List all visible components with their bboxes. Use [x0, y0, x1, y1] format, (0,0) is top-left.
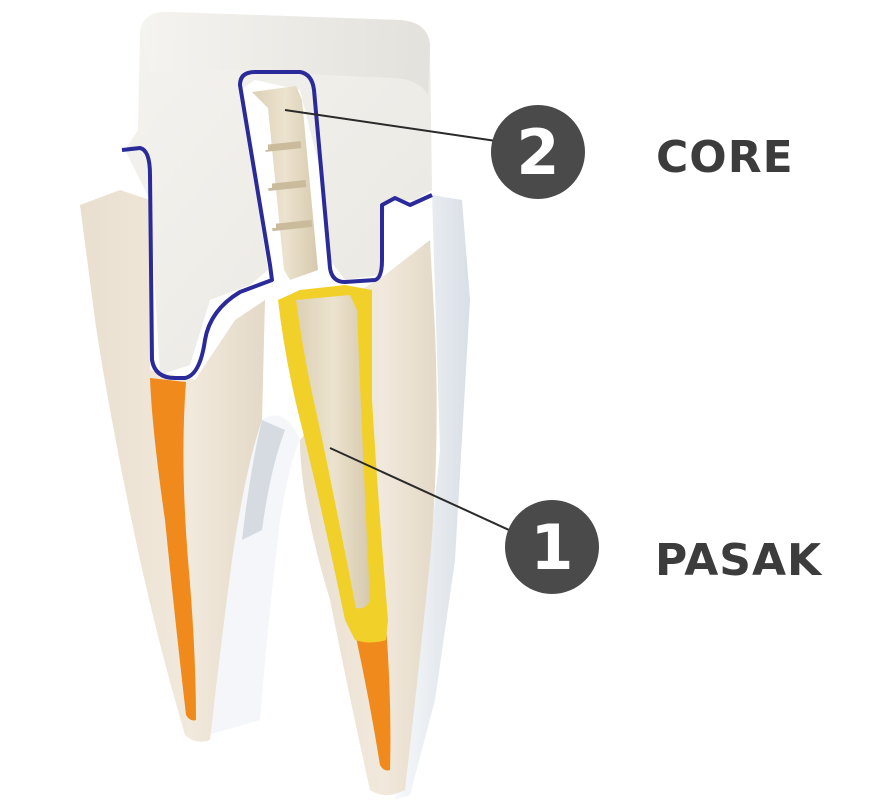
label-pasak: 1 PASAK [505, 500, 823, 594]
badge-pasak-number: 1 [530, 511, 573, 584]
pasak-label: PASAK [655, 535, 823, 586]
badge-core-number: 2 [516, 116, 559, 189]
label-core: 2 CORE [491, 105, 794, 199]
core-label: CORE [656, 132, 794, 183]
